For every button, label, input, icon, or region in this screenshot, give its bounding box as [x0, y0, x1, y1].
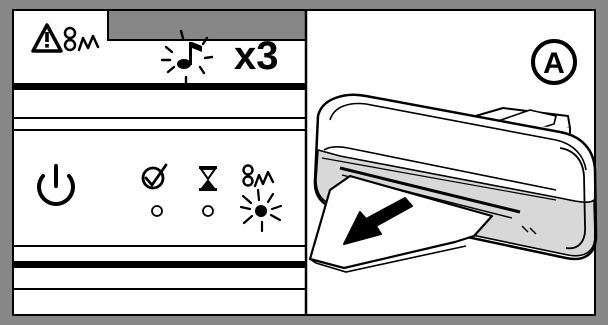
- panel-label: A: [543, 47, 565, 80]
- thick-divider: [14, 83, 306, 90]
- sound-repeat-count: x3: [234, 34, 279, 78]
- panel-label-badge: A: [533, 41, 575, 83]
- thick-divider: [14, 261, 306, 268]
